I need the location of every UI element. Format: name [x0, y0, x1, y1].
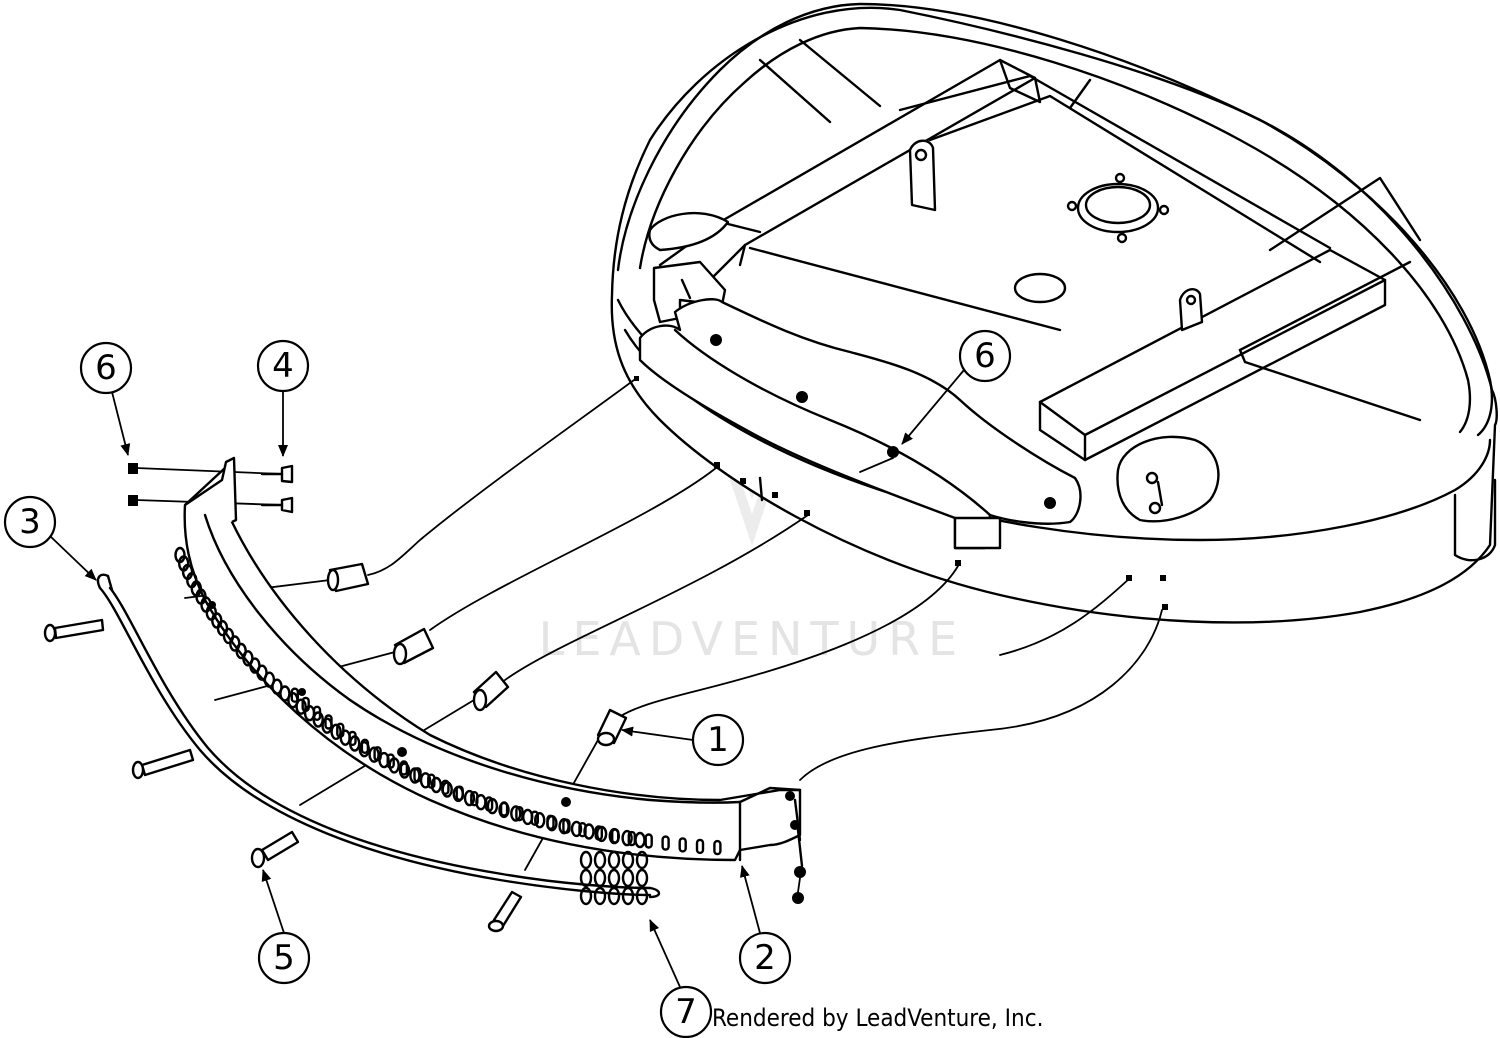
coil-loop: [486, 797, 499, 815]
chain-clip: [607, 850, 621, 906]
coil-loop: [398, 762, 411, 779]
svg-text:6: 6: [974, 336, 996, 376]
coil-loop: [279, 685, 291, 702]
coil-loop: [419, 772, 432, 789]
baffle-strip: [174, 456, 802, 862]
chain-clip: [593, 850, 607, 906]
coil-loop: [534, 812, 546, 829]
strip-slot: [644, 833, 653, 849]
coil-loop: [510, 805, 522, 822]
svg-text:6: 6: [95, 348, 117, 388]
coil-loop: [608, 827, 620, 845]
strip-slot: [695, 838, 705, 855]
wire-rod: [96, 573, 661, 899]
coil-loop: [558, 818, 570, 835]
coil-loop: [312, 711, 324, 728]
coil-loop: [339, 729, 351, 746]
chain-clip: [621, 850, 635, 906]
pin-2: [131, 748, 195, 780]
coil-loop: [621, 829, 633, 847]
coil-loop: [570, 820, 583, 838]
pin-3: [250, 830, 300, 869]
coil-loop: [463, 789, 476, 807]
callout-6-right: 6: [901, 329, 1012, 445]
coil-loop: [430, 776, 442, 794]
coil-loop: [321, 717, 333, 734]
fasteners: [43, 463, 806, 933]
coil-loop: [546, 815, 558, 832]
flap-coils: [174, 546, 646, 849]
pin-1: [43, 618, 105, 643]
coil-loop: [452, 785, 464, 803]
callout-7: 7: [649, 919, 713, 1038]
callout-1: 1: [621, 713, 745, 767]
strip-slot: [713, 839, 722, 856]
strip-slot: [678, 837, 687, 853]
coil-loop: [595, 825, 608, 843]
coil-loop: [295, 698, 307, 715]
coil-loop: [388, 757, 400, 774]
callout-2: 2: [738, 865, 792, 985]
coil-loop: [522, 808, 534, 826]
callout-4: 4: [256, 339, 310, 457]
svg-text:4: 4: [272, 346, 294, 386]
chain-clip: [635, 850, 649, 906]
coil-loop: [441, 781, 453, 798]
coil-loop: [330, 723, 342, 740]
svg-text:7: 7: [675, 992, 697, 1032]
bushing-1: [326, 562, 370, 593]
coil-loop: [634, 831, 646, 849]
bushing-2: [392, 627, 435, 666]
credit-text: Rendered by LeadVenture, Inc.: [712, 1004, 1044, 1032]
pin-4: [487, 890, 523, 933]
coil-loop: [349, 735, 361, 752]
coil-loop: [378, 751, 390, 769]
callouts: 6 4 3 6 1 5 2: [3, 329, 1012, 1038]
watermark-text: LEADVENTURE: [539, 612, 966, 666]
callout-3: 3: [3, 495, 97, 581]
coil-loop: [303, 705, 316, 722]
bushing-3: [472, 670, 510, 712]
chain-clips: [579, 850, 649, 906]
callout-5: 5: [257, 869, 311, 985]
bushing-4: [596, 708, 628, 747]
coil-loop: [498, 801, 510, 819]
callout-6-left: 6: [79, 341, 133, 456]
svg-text:2: 2: [754, 938, 776, 978]
chain-clip: [579, 850, 593, 906]
coil-loop: [263, 671, 276, 688]
strip-slot: [661, 835, 670, 851]
coil-loop: [271, 678, 283, 695]
svg-text:1: 1: [707, 720, 729, 760]
strip-slot: [290, 687, 299, 703]
mower-deck: [610, 2, 1498, 624]
coil-loop: [287, 692, 299, 709]
coil-loop: [368, 746, 380, 763]
coil-loop: [475, 794, 487, 811]
coil-loop: [583, 823, 595, 840]
coil-loop: [409, 767, 421, 784]
svg-text:5: 5: [273, 938, 295, 978]
coil-loop: [358, 741, 370, 758]
svg-text:3: 3: [19, 502, 41, 542]
